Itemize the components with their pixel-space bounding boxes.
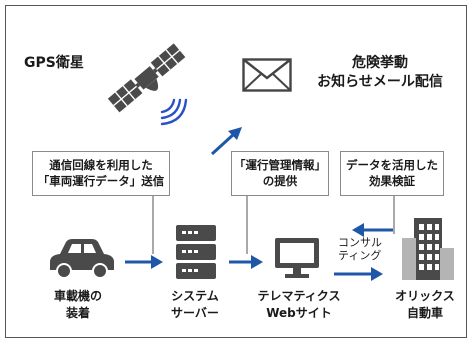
callout-line: 効果検証 — [369, 174, 415, 188]
callout-line: 通信回線を利用した — [49, 158, 153, 172]
mail-arrow — [210, 127, 242, 156]
telematics-label: テレマティクス Webサイト — [247, 288, 351, 322]
arrow-to-orix — [334, 267, 383, 281]
connector-line — [393, 196, 395, 234]
satellite-icon — [107, 43, 188, 126]
callout-line: 「運行管理情報」 — [234, 158, 326, 172]
server-label-line2: サーバー — [171, 306, 219, 320]
callout-line: 「車両運行データ」送信 — [37, 174, 165, 188]
gps-label: GPS衛星 — [24, 55, 84, 71]
car-icon — [50, 239, 114, 279]
callout-operation-info: 「運行管理情報」 の提供 — [231, 151, 329, 196]
telematics-label-line2: Webサイト — [266, 306, 332, 320]
callout-data-transmission: 通信回線を利用した 「車両運行データ」送信 — [32, 151, 170, 196]
connector-line — [152, 196, 154, 254]
car-label-line2: 装着 — [65, 306, 90, 320]
consulting-label: コンサル ティング — [338, 236, 382, 262]
server-label-line1: システム — [171, 289, 219, 303]
orix-label: オリックス 自動車 — [380, 288, 470, 322]
building-icon — [402, 218, 454, 280]
orix-label-line2: 自動車 — [406, 306, 443, 320]
server-label: システム サーバー — [150, 288, 240, 322]
car-label-line1: 車載機の — [53, 289, 102, 303]
callout-effect-verification: データを活用した 効果検証 — [340, 151, 444, 196]
connector-line — [246, 196, 248, 254]
alert-line2: お知らせメール配信 — [317, 74, 443, 90]
alert-line1: 危険挙動 — [352, 55, 408, 71]
orix-label-line1: オリックス — [395, 289, 455, 303]
server-icon — [176, 225, 216, 279]
mail-envelope-icon — [242, 58, 292, 92]
telematics-label-line1: テレマティクス — [257, 289, 341, 303]
alert-title: 危険挙動 お知らせメール配信 — [300, 54, 460, 92]
consulting-line1: コンサル — [338, 236, 382, 249]
consulting-line2: ティング — [338, 249, 382, 262]
callout-line: の提供 — [262, 174, 298, 188]
car-label: 車載機の 装着 — [36, 288, 120, 322]
callout-line: データを活用した — [346, 158, 438, 172]
arrow-orix-to-telematics — [352, 223, 393, 237]
arrow-server-to-telematics — [229, 255, 263, 269]
monitor-icon — [275, 238, 319, 278]
arrow-car-to-server — [125, 255, 163, 269]
